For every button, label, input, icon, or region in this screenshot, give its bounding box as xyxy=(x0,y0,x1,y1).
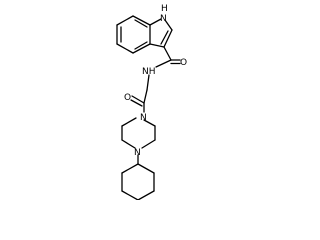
bond-benzene-5 xyxy=(132,43,151,54)
bond-layer xyxy=(116,15,181,200)
bond-piperazine-6 xyxy=(121,117,137,127)
bond-nh-ch2 xyxy=(146,74,150,91)
bond-benzene-double-3 xyxy=(134,41,148,50)
bond-cyclohexane-1 xyxy=(137,163,155,174)
bond-ch2-ketone-c xyxy=(143,89,148,104)
atom-label-piperazine-n1: N xyxy=(140,113,147,123)
atom-label-indole-n: N xyxy=(160,14,167,24)
bond-benzene-2 xyxy=(116,15,134,26)
bond-cyclohexane-4 xyxy=(121,190,139,200)
bond-benzene-double-2 xyxy=(134,19,148,28)
bond-pyrrole-c2-c3-double xyxy=(160,30,169,45)
bond-piperazine-1 xyxy=(143,119,156,127)
bond-cyclohexane-3 xyxy=(137,190,155,200)
bond-ketone-o xyxy=(131,95,145,104)
bond-ketone-o-double xyxy=(130,99,143,107)
bond-benzene-3 xyxy=(132,15,151,26)
bond-pyrrole-c7a-n1 xyxy=(149,18,162,26)
atom-label-piperazine-n4: N xyxy=(134,148,141,158)
bond-pyrrole-c3-c3a xyxy=(149,43,165,48)
bond-piperazine-3 xyxy=(141,139,156,149)
atom-label-indole-h: H xyxy=(161,4,168,14)
atom-label-layer: H N O NH O N N xyxy=(124,4,187,158)
bond-pyrrole-n1-c2 xyxy=(164,19,173,31)
bond-piperazine-4 xyxy=(121,139,136,149)
molecule-structure-diagram: H N O NH O N N xyxy=(116,4,187,200)
bond-carbonyl-nh xyxy=(155,59,172,68)
bond-cyclohexane-6 xyxy=(121,163,139,174)
atom-label-amide-nh: NH xyxy=(142,67,156,77)
bond-pyrrole-c2-c3 xyxy=(163,29,173,48)
atom-label-amide-o: O xyxy=(180,58,187,68)
bond-benzene-6 xyxy=(116,43,134,54)
bond-c3-carbonyl xyxy=(163,46,172,61)
atom-label-ketone-o: O xyxy=(124,93,131,103)
